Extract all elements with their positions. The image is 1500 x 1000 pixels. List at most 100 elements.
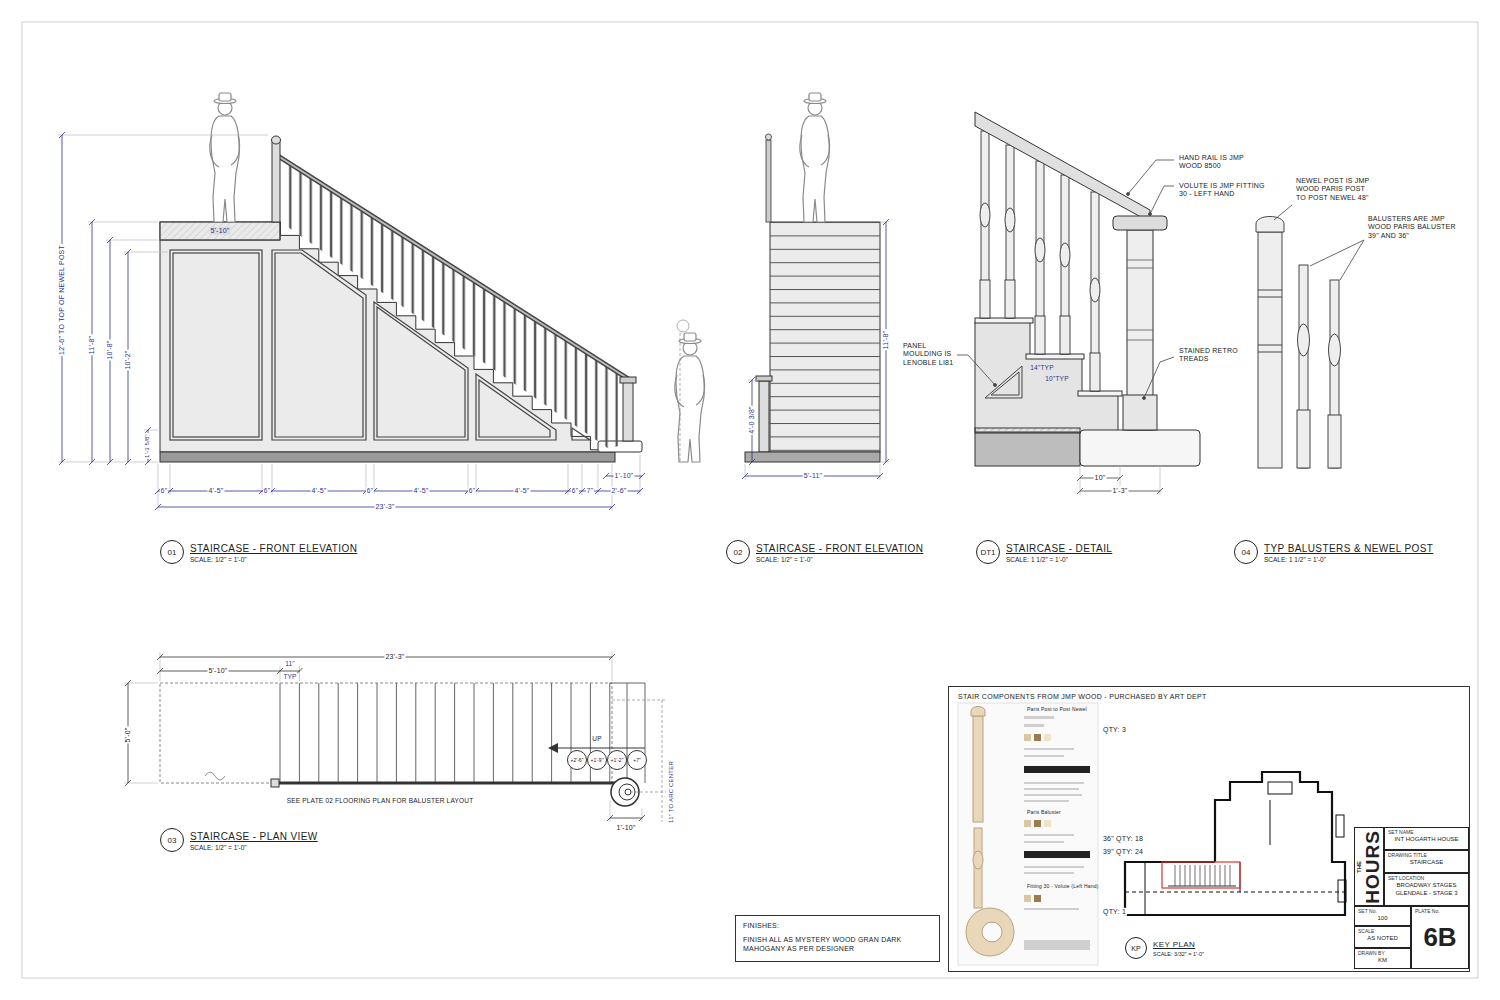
callout-number: DT1 <box>976 540 1000 564</box>
title-block-cell: SET LOCATIONBROADWAY STAGES GLENDALE - S… <box>1384 873 1469 906</box>
logo-text-group: THEHOURS <box>1356 830 1382 904</box>
dimension-text: 5'-10" <box>209 227 230 235</box>
note-text: PANEL MOULDING IS LENOBLE LI81 <box>902 342 956 367</box>
scale-note: SCALE: 1 1/2" = 1'-0" <box>1006 556 1112 563</box>
dimension-text: 1'-10" <box>613 472 634 480</box>
drawing-title-callout: 01 STAIRCASE - FRONT ELEVATION SCALE: 1/2"… <box>160 540 357 564</box>
elevation-marker: +1'-9" <box>587 750 607 770</box>
drawing-title-callout: 02 STAIRCASE - FRONT ELEVATION SCALE: 1/2"… <box>726 540 923 564</box>
field-value: INT HOGARTH HOUSE <box>1388 836 1465 844</box>
dimension-text: 1'-3 5/8" <box>144 433 151 459</box>
note-heading: FINISHES: <box>743 921 932 930</box>
components-panel: STAIR COMPONENTS FROM JMP WOOD - PURCHAS… <box>948 686 1470 972</box>
dimension-text: 6" <box>160 487 168 495</box>
title-group: KEY PLAN SCALE: 3/32" = 1'-0" <box>1153 937 1204 957</box>
dimension-text: 1'-3" <box>1112 487 1129 495</box>
elevation-text: +2'-6" <box>571 757 584 763</box>
dimension-text: 11'-8" <box>88 335 96 356</box>
dimension-text: 6" <box>263 487 271 495</box>
product-name: Paris Post to Post Newel <box>1026 706 1088 712</box>
callout-number: 01 <box>160 540 184 564</box>
title-group: STAIRCASE - PLAN VIEW SCALE: 1/2" = 1'-0" <box>190 828 318 851</box>
callout-number: 03 <box>160 828 184 852</box>
product-name: Fitting 30 - Volute (Left Hand) <box>1026 883 1100 889</box>
title-group: STAIRCASE - FRONT ELEVATION SCALE: 1/2" =… <box>756 540 923 563</box>
note-text: HAND RAIL IS JMP WOOD 8500 <box>1178 154 1262 171</box>
elevation-text: +1'-9" <box>591 757 604 763</box>
dimension-text: 11'-8" <box>882 330 890 351</box>
elevation-marker: +1'-2" <box>607 750 627 770</box>
title-group: STAIRCASE - DETAIL SCALE: 1 1/2" = 1'-0" <box>1006 540 1112 563</box>
drawing-title: STAIRCASE - PLAN VIEW <box>190 831 318 842</box>
title-block-cell: DRAWING TITLESTAIRCASE <box>1384 850 1469 873</box>
drawing-title: STAIRCASE - FRONT ELEVATION <box>190 543 357 554</box>
elevation-text: +7" <box>633 757 640 763</box>
field-value: KM <box>1358 957 1407 965</box>
dimension-text: 5'-10" <box>207 667 228 675</box>
dimension-text: 10" <box>1094 474 1107 482</box>
scale-note: SCALE: 1/2" = 1'-0" <box>190 844 318 851</box>
title-group: TYP BALUSTERS & NEWEL POST SCALE: 1 1/2" … <box>1264 540 1433 563</box>
elevation-marker: +2'-6" <box>567 750 587 770</box>
dimension-text: TYP <box>282 673 297 681</box>
quantity-text: QTY: 1 <box>1102 908 1127 916</box>
drawing-title: TYP BALUSTERS & NEWEL POST <box>1264 543 1433 554</box>
field-value: 100 <box>1358 915 1407 923</box>
scale-note: SCALE: 1 1/2" = 1'-0" <box>1264 556 1433 563</box>
panel-heading: STAIR COMPONENTS FROM JMP WOOD - PURCHAS… <box>958 693 1207 700</box>
field-value: STAIRCASE <box>1388 859 1465 867</box>
field-label: DRAWING TITLE <box>1388 852 1465 858</box>
dimension-text: 5'-11" <box>803 472 824 480</box>
title-block-cell: DRAWN BYKM <box>1354 948 1411 969</box>
scale-note: SCALE: 1/2" = 1'-0" <box>756 556 923 563</box>
dimension-text: 12'-6" TO TOP OF NEWEL POST <box>58 244 66 356</box>
note-text: NEWEL POST IS JMP WOOD PARIS POST TO POS… <box>1295 177 1377 202</box>
show-logo: THEHOURS <box>1354 827 1384 906</box>
field-label: SCALE <box>1358 928 1407 934</box>
elevation-text: +1'-2" <box>611 757 624 763</box>
field-label: SET No. <box>1358 908 1407 914</box>
dimension-text: 10"TYP <box>1044 375 1069 383</box>
callout-number: 04 <box>1234 540 1258 564</box>
dimension-text: 5'-0" <box>124 727 132 744</box>
product-name: Paris Baluster <box>1026 809 1062 815</box>
note-text: VOLUTE IS JMP FITTING 30 - LEFT HAND <box>1178 182 1270 199</box>
dimension-text: 2'-6" <box>611 487 628 495</box>
dimension-text: 6" <box>571 487 579 495</box>
drawing-title-callout: DT1 STAIRCASE - DETAIL SCALE: 1 1/2" = 1'-… <box>976 540 1112 564</box>
dimension-text: 14"TYP <box>1029 364 1054 372</box>
field-label: SET NAME <box>1388 829 1465 835</box>
quantity-text: 36" QTY: 18 <box>1102 835 1144 843</box>
field-label: DRAWN BY <box>1358 950 1407 956</box>
drawing-title: KEY PLAN <box>1153 940 1204 949</box>
field-label: SET LOCATION <box>1388 875 1465 881</box>
drawing-title: STAIRCASE - FRONT ELEVATION <box>756 543 923 554</box>
dimension-text: 23'-3" <box>384 653 405 661</box>
dimension-text: 1'-10" <box>615 824 636 832</box>
field-label: PLATE No. <box>1415 908 1465 914</box>
scale-note: SCALE: 1/2" = 1'-0" <box>190 556 357 563</box>
dimension-text: 10'-8" <box>106 339 114 360</box>
drawing-title: STAIRCASE - DETAIL <box>1006 543 1112 554</box>
dimension-text: 11" TO ARC CENTER <box>668 760 675 824</box>
dimension-text: 4'-5" <box>208 487 225 495</box>
dimension-text: 6" <box>366 487 374 495</box>
field-value: AS NOTED <box>1358 935 1407 943</box>
dimension-text: 4'-5" <box>413 487 430 495</box>
dimension-text: 11" <box>284 660 296 668</box>
title-block-cell: SET No.100 <box>1354 906 1411 926</box>
drawing-title-callout: 03 STAIRCASE - PLAN VIEW SCALE: 1/2" = 1'-… <box>160 828 318 852</box>
logo-small-word: THE <box>1356 830 1363 904</box>
dimension-text: 4'-0 3/8" <box>748 405 756 434</box>
dimension-text: 7" <box>586 487 594 495</box>
field-value: BROADWAY STAGES GLENDALE - STAGE 3 <box>1388 882 1465 897</box>
scale-note: SCALE: 3/32" = 1'-0" <box>1153 951 1204 957</box>
note-body: FINISH ALL AS MYSTERY WOOD GRAN DARK MAH… <box>743 935 932 953</box>
callout-number: 02 <box>726 540 750 564</box>
dimension-text: 10'-2" <box>124 349 132 370</box>
drawing-title-callout: KP KEY PLAN SCALE: 3/32" = 1'-0" <box>1125 937 1204 959</box>
note-text: BALUSTERS ARE JMP WOOD PARIS BALUSTER 39… <box>1367 215 1459 240</box>
note-text: SEE PLATE 02 FLOORING PLAN FOR BALUSTER … <box>286 797 475 805</box>
plate-number-cell: PLATE No.6B <box>1411 906 1469 969</box>
callout-number: KP <box>1125 937 1147 959</box>
